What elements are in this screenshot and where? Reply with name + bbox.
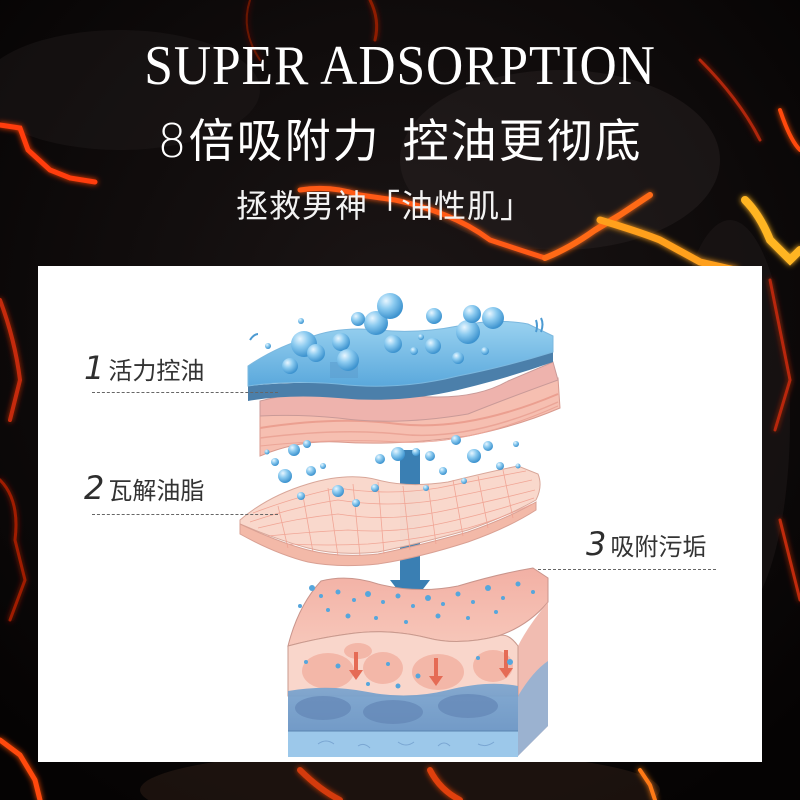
step-text: 活力控油: [108, 357, 205, 385]
down-arrow-icon: [349, 650, 513, 686]
step-number: 2: [84, 469, 105, 507]
step-number: 1: [84, 349, 105, 387]
headline-chinese: 8倍吸附力控油更彻底: [0, 118, 800, 164]
water-bubble-icon: [264, 435, 521, 507]
step-1-leader-line: [92, 392, 278, 393]
layer-2-dissolve-oil: [239, 435, 541, 567]
step-3-leader-line: [538, 569, 716, 570]
headline-part-adsorption: 8倍吸附力: [157, 114, 381, 168]
step-2-leader-line: [92, 514, 278, 515]
headline-english: SUPER ADSORPTION: [144, 35, 656, 97]
step-text: 吸附污垢: [610, 533, 707, 561]
skin-layer-illustration: [239, 293, 561, 757]
step-text: 瓦解油脂: [108, 477, 205, 505]
water-bubble-icon: [249, 293, 544, 374]
headline-part-oil-control: 控油更彻底: [402, 114, 643, 168]
step-number: 3: [586, 525, 607, 563]
subtitle: 拯救男神「油性肌」: [236, 187, 534, 225]
layer-1-oil-control: [247, 293, 561, 457]
layer-3-adsorb-dirt: [287, 567, 549, 757]
